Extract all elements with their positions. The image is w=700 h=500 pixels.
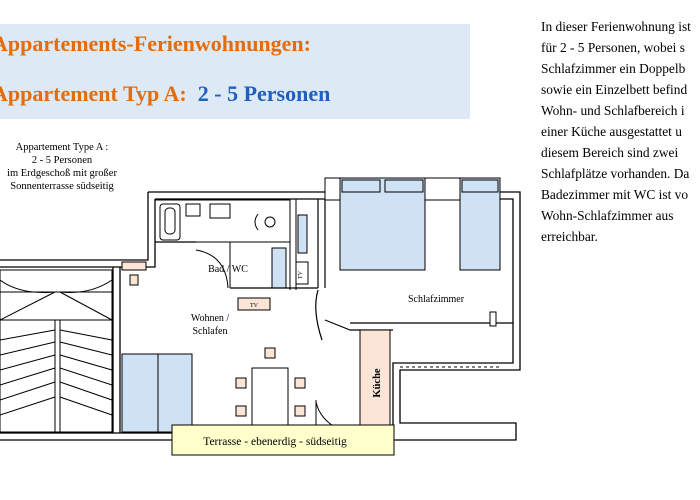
description-line: Wohn-Schlafzimmer aus [541, 208, 674, 223]
terrace-label: Terrasse - ebenerdig - südseitig [203, 436, 347, 448]
living-furniture [121, 261, 391, 433]
description-line: sowie ein Einzelbett befind [541, 82, 688, 97]
description-line: Badezimmer mit WC ist vo [541, 187, 689, 202]
room-label-living-1: Wohnen / [191, 313, 230, 324]
info-line: im Erdgeschoß mit großer [7, 168, 117, 179]
description-line: diesem Bereich sind zwei [541, 145, 679, 160]
banner-subtitle: Appartement Typ A: 2 - 5 Personen [0, 81, 330, 107]
tv-label: TV [298, 270, 304, 279]
bedroom-furniture [324, 177, 501, 327]
subtitle-persons: 2 - 5 Personen [197, 81, 331, 106]
description-line: einer Küche ausgestattet u [541, 124, 682, 139]
info-line: Sonnenterrasse südseitig [10, 181, 114, 192]
info-line: Appartement Type A : [16, 142, 109, 153]
description-line: In dieser Ferienwohnung ist [541, 19, 691, 34]
info-line: 2 - 5 Personen [32, 155, 93, 166]
room-label-bath: Bad / WC [208, 264, 248, 275]
tv-label: TV [250, 303, 259, 309]
staircase [0, 269, 113, 433]
bath-room [154, 199, 308, 290]
terrace-strip [171, 424, 395, 456]
description-line: für 2 - 5 Personen, wobei s [541, 40, 685, 55]
description-line: Schlafplätze vorhanden. Da [541, 166, 690, 181]
plan-info: Appartement Type A : 2 - 5 Personen im E… [7, 142, 117, 192]
description-line: erreichbar. [541, 229, 598, 244]
subtitle-type: Appartement Typ A: [0, 81, 187, 106]
banner-title: Appartements-Ferienwohnungen: [0, 31, 311, 56]
description-line: Schlafzimmer ein Doppelb [541, 61, 686, 76]
title-banner: Appartements-Ferienwohnungen: Appartemen… [0, 24, 470, 119]
description-text: In dieser Ferienwohnung ist für 2 - 5 Pe… [541, 16, 700, 247]
description-line: Wohn- und Schlafbereich i [541, 103, 685, 118]
inner-walls [155, 199, 513, 341]
room-label-kitchen: Küche [372, 368, 383, 398]
room-label-living-2: Schlafen [193, 326, 228, 337]
room-label-bedroom: Schlafzimmer [408, 294, 465, 305]
